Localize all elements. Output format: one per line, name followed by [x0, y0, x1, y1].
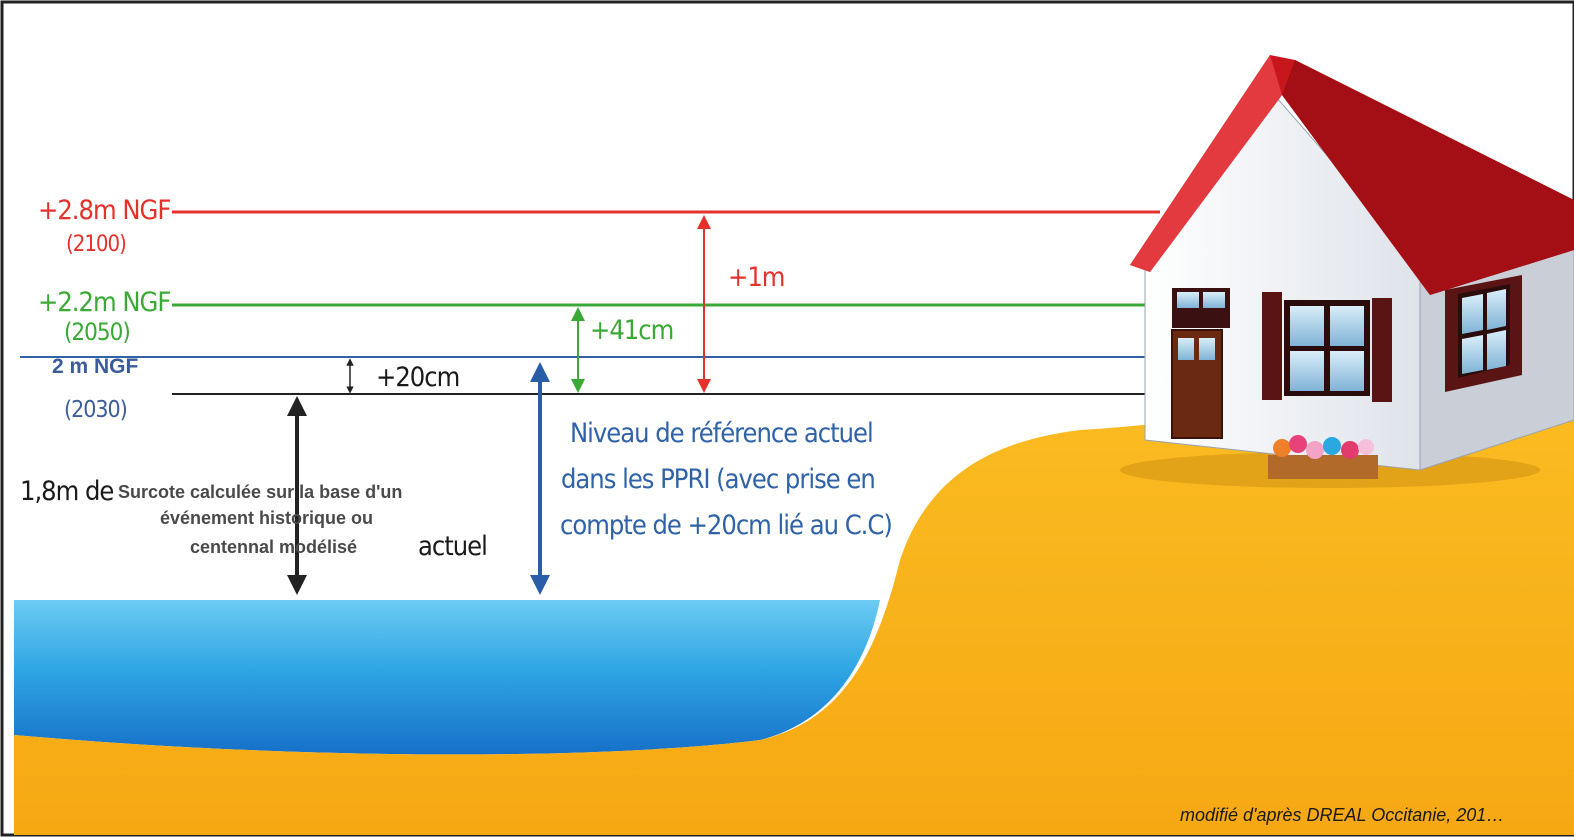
surcote-prefix: 1,8m de: [20, 476, 114, 507]
house-window-left: [1172, 288, 1230, 328]
delta-label-plus-1m: +1m: [728, 262, 785, 293]
house-illustration: [1120, 55, 1574, 488]
source-credit: modifié d'après DREAL Occitanie, 201…: [1180, 805, 1505, 825]
surcote-line-3: centennal modélisé: [190, 537, 358, 557]
level-label-2100: +2.8m NGF: [38, 195, 171, 226]
surcote-line-2: événement historique ou: [160, 508, 374, 528]
house-window-right: [1445, 275, 1522, 392]
flower-box: [1268, 435, 1378, 479]
level-label-2030: 2 m NGF: [52, 355, 139, 378]
level-label-2050: +2.2m NGF: [38, 287, 171, 318]
reference-line-1: Niveau de référence actuel: [570, 418, 874, 449]
surcote-suffix: actuel: [418, 531, 488, 562]
surcote-line-1: Surcote calculée sur la base d'un: [118, 482, 403, 502]
level-year-2100: (2100): [66, 232, 127, 257]
sea-water: [14, 600, 880, 755]
level-year-2050: (2050): [64, 318, 131, 346]
reference-line-2: dans les PPRI (avec prise en: [561, 464, 876, 495]
delta-label-plus-41cm: +41cm: [590, 315, 674, 346]
level-year-2030: (2030): [64, 397, 128, 423]
reference-line-3: compte de +20cm lié au C.C): [560, 510, 893, 541]
sand-ground: [14, 330, 1574, 835]
delta-label-plus-20cm: +20cm: [376, 362, 460, 393]
house-window-center: [1262, 292, 1392, 402]
